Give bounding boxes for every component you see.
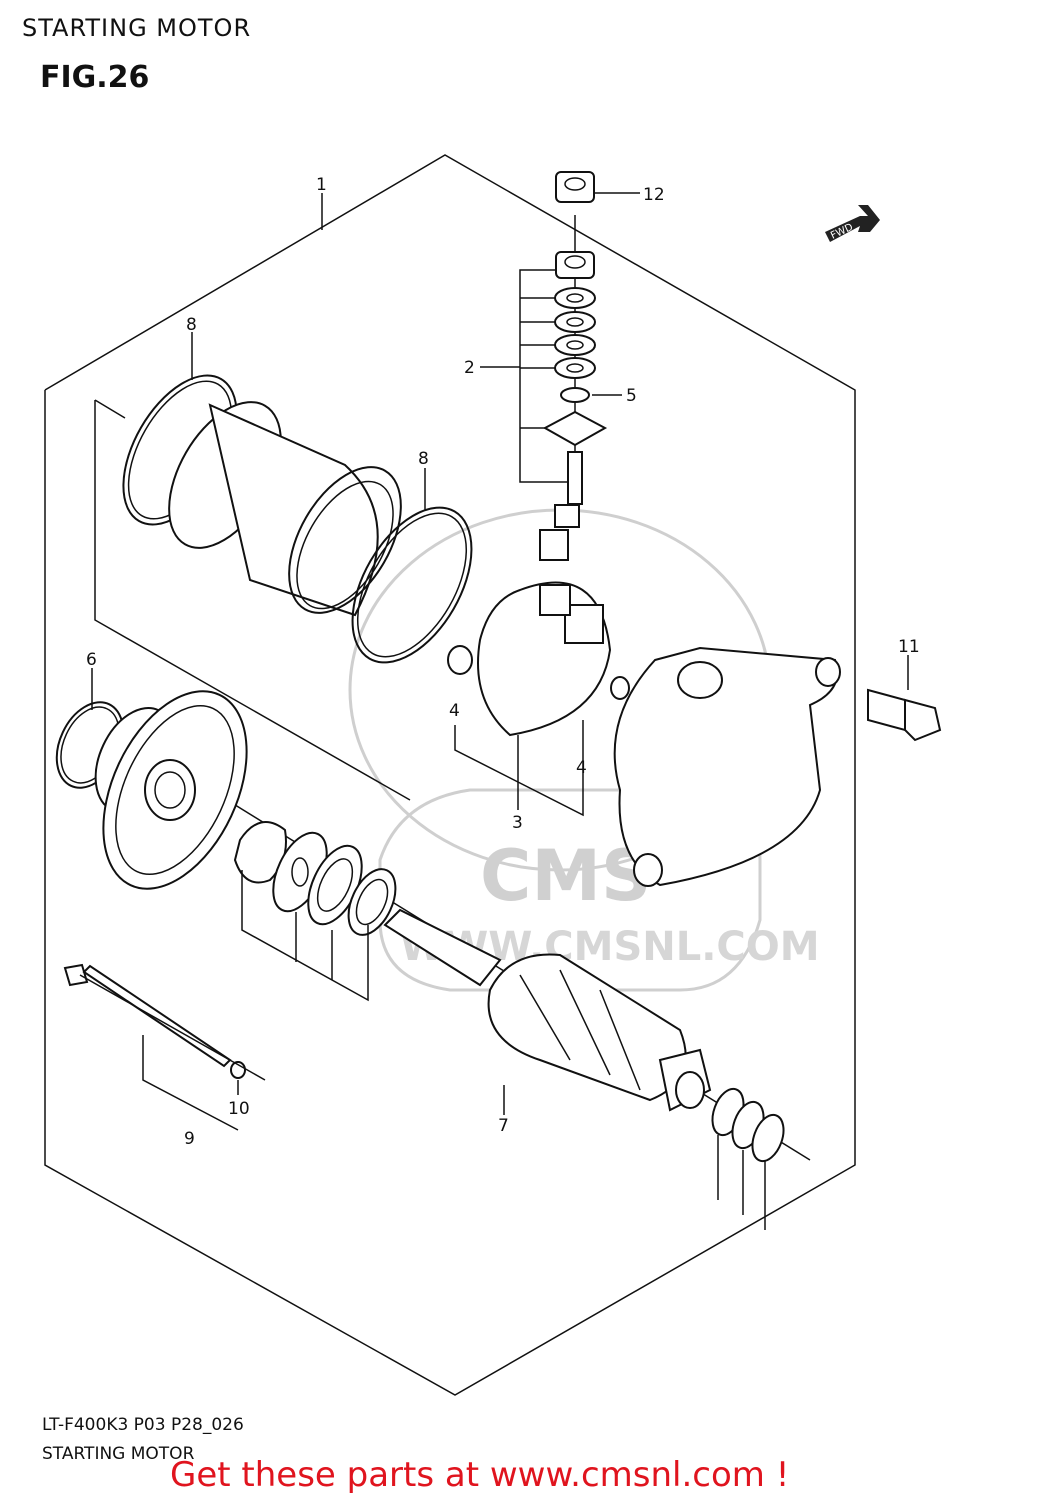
callout-3: 3	[512, 813, 523, 833]
callout-2: 2	[464, 358, 475, 378]
leader-bracket-part-2	[480, 269, 568, 483]
callout-6: 6	[86, 650, 97, 670]
watermark: WWW.CMSNL.COM CMS	[348, 508, 820, 992]
callout-8-left: 8	[186, 315, 197, 335]
o-ring-part-8-right	[351, 506, 473, 664]
callout-1: 1	[316, 175, 327, 195]
model-code: LT-F400K3 P03 P28_026	[42, 1415, 244, 1435]
callout-4-right: 4	[576, 758, 587, 778]
washer-part-5	[560, 387, 590, 403]
arrow-right-icon	[825, 205, 880, 242]
figure-number: FIG.26	[40, 60, 150, 95]
callout-9: 9	[184, 1129, 195, 1149]
promo-link[interactable]: Get these parts at www.cmsnl.com !	[170, 1455, 790, 1495]
fwd-label: FWD	[829, 222, 855, 242]
leader-lines	[91, 192, 909, 1115]
callout-8-right: 8	[418, 449, 429, 469]
insulator-plate	[542, 410, 608, 447]
callout-labels: 1 12 8 8 2 5 6 11 4 4 3 10 9 7	[86, 175, 920, 1149]
callout-4-left: 4	[449, 701, 460, 721]
leader-bracket-part-4	[454, 720, 584, 817]
rear-housing	[613, 646, 841, 887]
nut-part-12	[555, 171, 595, 203]
thrust-washers	[233, 821, 397, 1002]
terminal-bolt	[567, 451, 583, 505]
callout-11: 11	[898, 637, 920, 657]
fwd-direction-badge: FWD	[825, 205, 880, 242]
page-header-title: STARTING MOTOR	[22, 14, 252, 42]
callout-10: 10	[228, 1099, 250, 1119]
brush-plate-part-3	[447, 581, 630, 737]
terminal-stack	[539, 171, 608, 561]
callout-7: 7	[498, 1116, 509, 1136]
armature-part-7	[383, 908, 785, 1230]
footer-caption: STARTING MOTOR	[42, 1444, 195, 1464]
bolt-part-11	[867, 688, 942, 742]
front-housing	[94, 690, 248, 890]
callout-12: 12	[643, 185, 665, 205]
watermark-logo: CMS	[480, 835, 651, 917]
through-bolt-part-9	[63, 963, 266, 1131]
yoke-housing	[168, 401, 402, 617]
callout-5: 5	[626, 386, 637, 406]
